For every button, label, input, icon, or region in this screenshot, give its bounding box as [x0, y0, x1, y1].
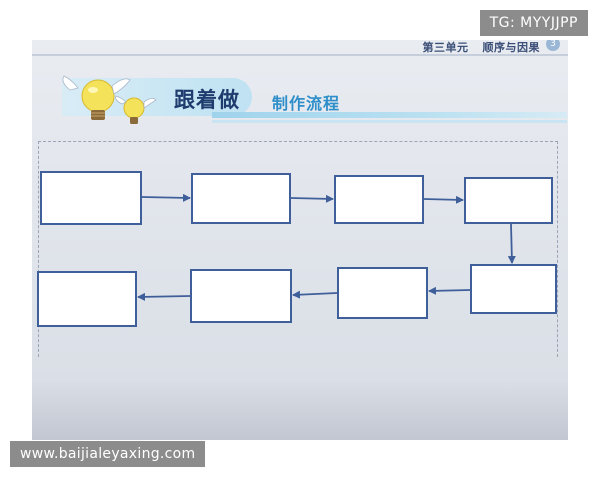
- page-marker-icon: 3: [546, 40, 560, 51]
- flow-box-7: [190, 269, 292, 323]
- header-rule: [32, 54, 568, 56]
- flow-box-2: [191, 173, 291, 224]
- unit-title: 顺序与因果: [482, 41, 540, 54]
- flow-box-1: [40, 171, 142, 225]
- flow-arrow-5-6: [428, 286, 471, 295]
- banner-title: 跟着做: [174, 88, 240, 112]
- book-page: 第三单元顺序与因果 3 跟着做 制作流程: [32, 40, 568, 440]
- flow-box-5: [470, 264, 557, 314]
- watermark-top: TG: MYYJJPP: [479, 10, 588, 36]
- page-shadow: [32, 380, 568, 440]
- flow-arrow-2-3: [290, 194, 334, 203]
- banner-line: [212, 112, 567, 118]
- unit-number: 第三单元: [422, 41, 469, 54]
- flow-arrow-6-7: [292, 290, 338, 299]
- lightbulb-icon: [62, 75, 157, 124]
- flow-arrow-4-5: [507, 223, 516, 264]
- flow-box-8: [37, 271, 137, 327]
- banner-subtitle: 制作流程: [272, 94, 341, 113]
- flow-arrow-1-2: [141, 193, 191, 202]
- activity-frame: [38, 141, 558, 357]
- watermark-bottom: www.baijialeyaxing.com: [10, 441, 206, 467]
- flow-arrow-3-4: [423, 195, 464, 204]
- banner-line-thin: [212, 120, 567, 123]
- flow-box-6: [337, 267, 428, 319]
- flow-arrow-7-8: [137, 292, 191, 301]
- section-banner: 跟着做 制作流程: [62, 75, 567, 130]
- unit-header: 第三单元顺序与因果: [423, 40, 541, 55]
- flow-box-4: [464, 177, 553, 224]
- flow-box-3: [334, 175, 424, 224]
